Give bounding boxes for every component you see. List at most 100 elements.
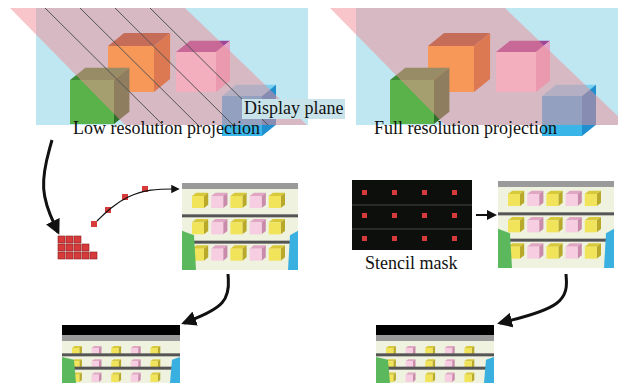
cube-side bbox=[79, 373, 82, 382]
cube-front bbox=[269, 249, 281, 261]
cube-side bbox=[281, 193, 285, 208]
shelf-bar bbox=[376, 335, 494, 341]
cube-front bbox=[250, 249, 262, 261]
flow-arrow bbox=[44, 140, 58, 232]
cube-side bbox=[262, 219, 266, 234]
cube-side bbox=[472, 373, 475, 382]
cube-front bbox=[211, 196, 223, 208]
cube-side bbox=[138, 373, 141, 382]
cube-side bbox=[558, 217, 562, 232]
cube-side bbox=[242, 245, 246, 260]
cube-front bbox=[269, 196, 281, 208]
sample-dot bbox=[362, 236, 367, 241]
shelf-bar bbox=[62, 353, 180, 356]
cube-side bbox=[393, 373, 396, 382]
cube-side bbox=[119, 373, 122, 382]
green-cube-edge bbox=[498, 229, 512, 268]
black-band bbox=[376, 325, 494, 335]
mask-shelf bbox=[352, 228, 472, 230]
grid-cell bbox=[82, 252, 89, 259]
sample-dot bbox=[362, 213, 367, 218]
low-res-grid bbox=[58, 186, 148, 259]
cube-side bbox=[539, 243, 543, 258]
cube-front bbox=[546, 247, 558, 259]
cube-side bbox=[558, 243, 562, 258]
cube-side bbox=[223, 219, 227, 234]
cube-front bbox=[269, 222, 281, 234]
sample-dot bbox=[392, 190, 397, 195]
cube-front bbox=[508, 194, 520, 206]
cube-front bbox=[527, 194, 539, 206]
view-background bbox=[62, 325, 180, 383]
cube-side bbox=[223, 193, 227, 208]
cube-front bbox=[150, 375, 157, 382]
scene-panel bbox=[330, 8, 618, 136]
grid-cell bbox=[66, 252, 73, 259]
cube-side bbox=[223, 245, 227, 260]
sample-dot bbox=[452, 190, 457, 195]
cube-side bbox=[99, 373, 102, 382]
sample-dot bbox=[91, 221, 97, 227]
cube-side bbox=[597, 217, 601, 232]
sample-dot bbox=[452, 213, 457, 218]
grid-cell bbox=[58, 252, 65, 259]
cube-side bbox=[204, 193, 208, 208]
cube-side bbox=[242, 219, 246, 234]
cube-front bbox=[92, 375, 99, 382]
flow-arrow bbox=[184, 274, 229, 323]
cube-side bbox=[242, 193, 246, 208]
shelf-bar bbox=[376, 367, 494, 370]
cube-side bbox=[452, 373, 455, 382]
sample-dot bbox=[422, 190, 427, 195]
cube-side bbox=[158, 373, 161, 382]
shelf-bar bbox=[62, 335, 180, 341]
cube-front bbox=[230, 249, 242, 261]
cube-front bbox=[527, 247, 539, 259]
projection-line bbox=[115, 8, 233, 125]
cube-front bbox=[527, 220, 539, 232]
rendered-view bbox=[498, 181, 614, 268]
flow-arrow bbox=[97, 189, 178, 221]
grid-cell bbox=[82, 244, 89, 251]
cube-front bbox=[111, 375, 118, 382]
cube-front bbox=[566, 220, 578, 232]
green-cube-edge bbox=[376, 357, 390, 383]
cube-front bbox=[508, 220, 520, 232]
cube-front bbox=[585, 247, 597, 259]
grid-cell bbox=[74, 252, 81, 259]
cube-front bbox=[131, 375, 138, 382]
view-background bbox=[498, 181, 614, 268]
display-plane bbox=[330, 8, 618, 125]
cube-side bbox=[578, 217, 582, 232]
rendered-view bbox=[376, 325, 494, 383]
cube-front bbox=[192, 196, 204, 208]
grid-cell bbox=[58, 244, 65, 251]
stencil-mask-image bbox=[352, 180, 472, 250]
rendered-view bbox=[62, 325, 180, 383]
label: Stencil mask bbox=[365, 254, 458, 274]
grid-cell bbox=[74, 236, 81, 243]
cube-side bbox=[539, 191, 543, 206]
projection-line bbox=[80, 8, 198, 125]
projection-line bbox=[45, 8, 163, 125]
cube-side bbox=[204, 245, 208, 260]
flow-arrow bbox=[500, 274, 566, 323]
grid-cell bbox=[90, 252, 97, 259]
shelf-bar bbox=[182, 214, 298, 217]
grid-cell bbox=[58, 236, 65, 243]
cyan-cube-edge bbox=[484, 357, 494, 383]
cube-side bbox=[597, 243, 601, 258]
cube-front bbox=[464, 375, 471, 382]
cube-front bbox=[585, 220, 597, 232]
cube-front bbox=[566, 247, 578, 259]
label: Display plane bbox=[242, 99, 345, 119]
shelf-bar bbox=[62, 367, 180, 370]
rendered-view bbox=[182, 183, 298, 270]
cube-side bbox=[558, 191, 562, 206]
shelf-bar bbox=[182, 183, 298, 189]
cube-side bbox=[539, 217, 543, 232]
cube-front bbox=[566, 194, 578, 206]
green-cube-edge bbox=[182, 231, 196, 270]
